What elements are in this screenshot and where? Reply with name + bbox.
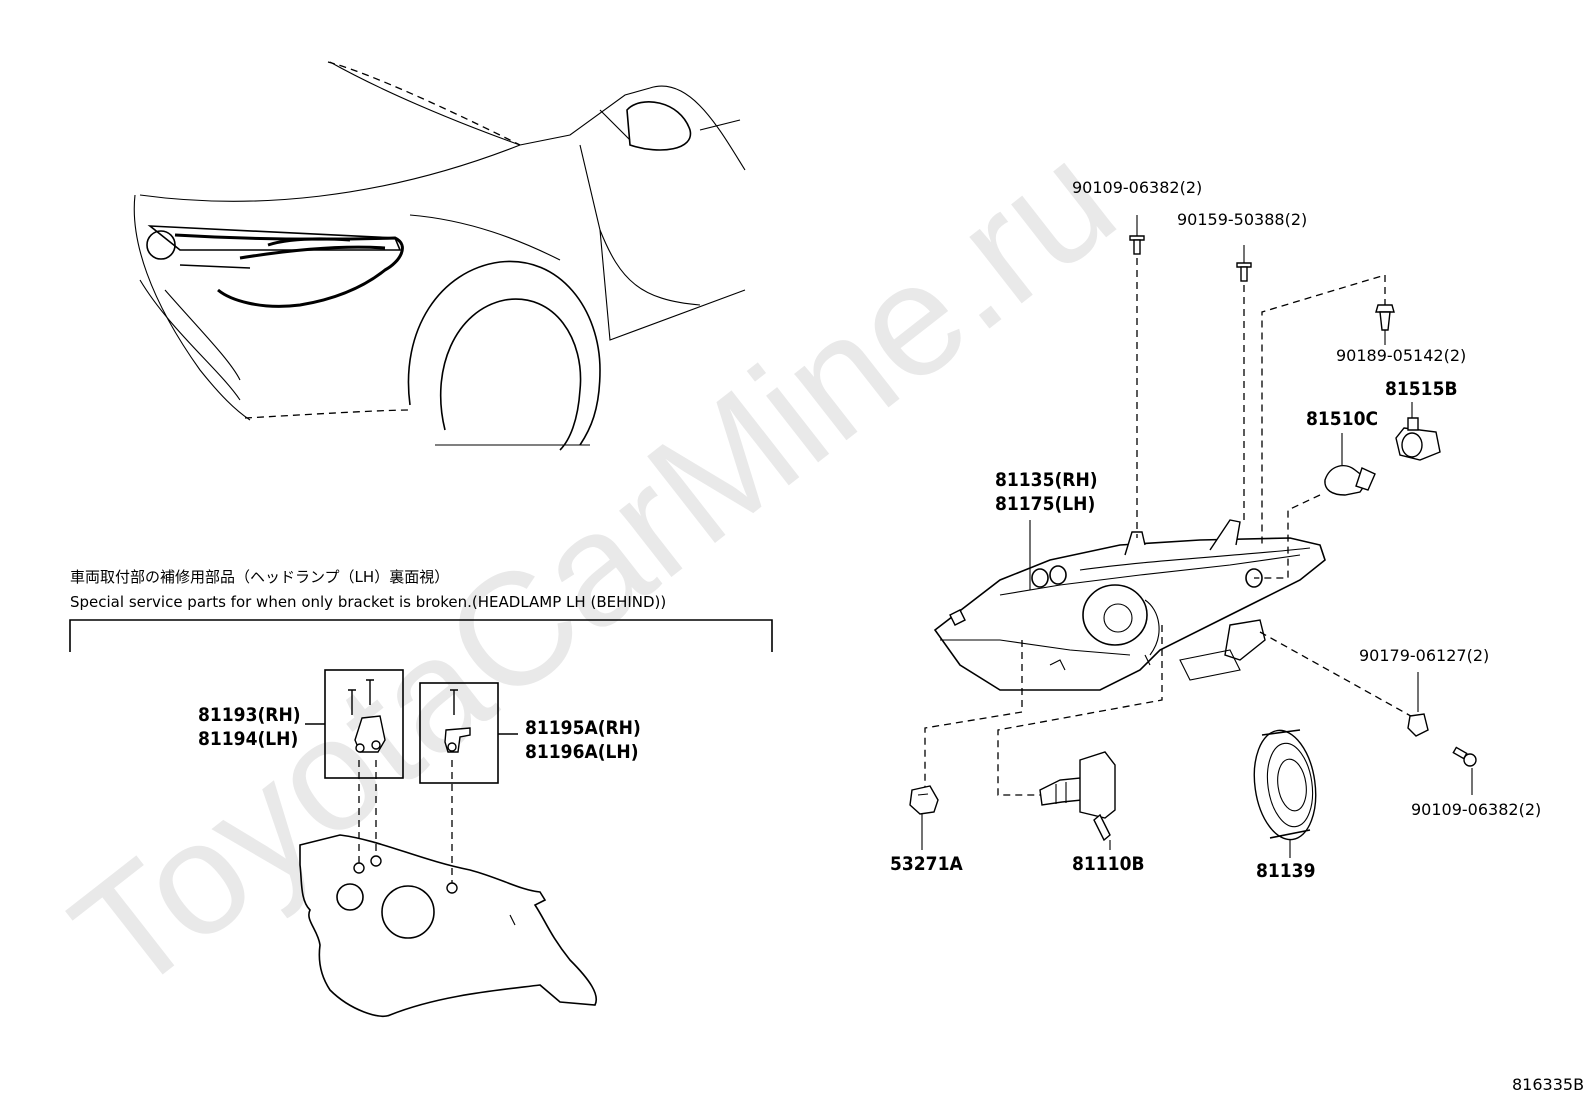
- screw-90159: [1236, 262, 1252, 282]
- label-90189-05142: 90189-05142(2): [1336, 346, 1466, 365]
- special-service-section: 車両取付部の補修用部品（ヘッドランプ（LH）裏面視） Special servi…: [69, 568, 773, 1017]
- label-81193-rh: 81193(RH): [198, 704, 301, 726]
- clip-90179: [1407, 713, 1429, 737]
- label-90159-50388: 90159-50388(2): [1177, 210, 1307, 229]
- note-english: Special service parts for when only brac…: [70, 593, 666, 611]
- label-81139: 81139: [1256, 860, 1315, 882]
- screw-90109-bottom: [1452, 746, 1477, 767]
- socket-81515B: [1395, 417, 1441, 461]
- bulb-81110B: [1039, 751, 1116, 842]
- label-81196A-lh: 81196A(LH): [525, 741, 639, 763]
- label-90109-06382-top: 90109-06382(2): [1072, 178, 1202, 197]
- part-labels: 90109-06382(2) 90159-50388(2) 90189-0514…: [198, 178, 1584, 1094]
- headlamp-exploded-view: [933, 519, 1326, 691]
- clip-53271A: [909, 785, 939, 815]
- car-front-illustration: [133, 61, 746, 451]
- label-81510C: 81510C: [1306, 408, 1378, 430]
- label-90179-06127: 90179-06127(2): [1359, 646, 1489, 665]
- label-53271A: 53271A: [890, 853, 963, 875]
- label-81515B: 81515B: [1385, 378, 1458, 400]
- bulb-81510C: [1324, 464, 1376, 496]
- note-japanese: 車両取付部の補修用部品（ヘッドランプ（LH）裏面視）: [70, 568, 449, 586]
- label-81175-lh: 81175(LH): [995, 493, 1095, 515]
- label-81135-rh: 81135(RH): [995, 469, 1098, 491]
- label-90109-06382-bottom: 90109-06382(2): [1411, 800, 1541, 819]
- bracket-box-a: [419, 682, 499, 784]
- label-81110B: 81110B: [1072, 853, 1145, 875]
- screw-90109-top: [1129, 235, 1145, 255]
- small-parts: [909, 215, 1477, 858]
- diagram-id: 816335B: [1512, 1075, 1584, 1094]
- cap-81139: [1253, 729, 1317, 841]
- clip-90189: [1375, 304, 1395, 331]
- leader-lines: [924, 258, 1419, 796]
- label-81194-lh: 81194(LH): [198, 728, 298, 750]
- label-81195A-rh: 81195A(RH): [525, 717, 641, 739]
